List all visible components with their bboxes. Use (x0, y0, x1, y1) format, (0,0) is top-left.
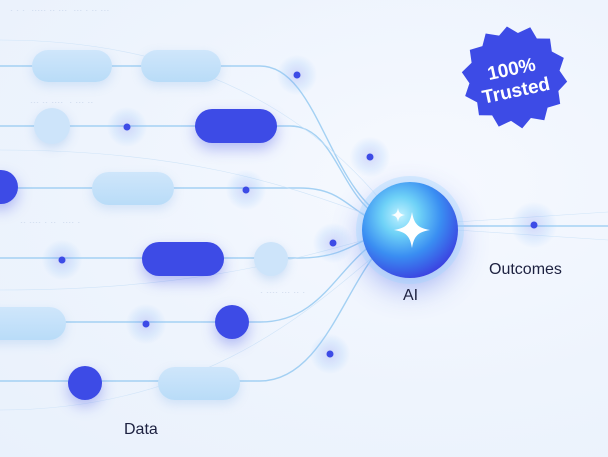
data-chip (141, 50, 221, 82)
ai-orb (362, 182, 458, 278)
flow-node (350, 137, 390, 177)
outcome-node (511, 202, 557, 248)
flow-node (310, 334, 350, 374)
background-code-pattern: - ---- --- -- - (260, 290, 306, 296)
data-chip (0, 307, 66, 340)
data-chip (142, 242, 224, 276)
flow-node (313, 223, 353, 263)
flow-node (226, 170, 266, 210)
data-dot (34, 108, 70, 144)
data-dot (215, 305, 249, 339)
flow-node (107, 107, 147, 147)
data-dot (0, 170, 18, 204)
flow-node (42, 240, 82, 280)
ai-label: AI (403, 287, 419, 304)
outcomes-label: Outcomes (489, 261, 562, 278)
data-chip (92, 172, 174, 205)
background-code-pattern: -- ---- - -- ---- - (20, 220, 81, 226)
background-code-pattern: --- -- ---- - --- -- (30, 100, 94, 106)
background-code-pattern: - - - ----- -- --- --- - -- --- (10, 8, 110, 14)
data-dot (254, 242, 288, 276)
data-label: Data (124, 421, 158, 438)
trusted-badge-text: 100% Trusted (441, 10, 587, 151)
flow-node (126, 304, 166, 344)
sparkle-icon (391, 208, 430, 248)
data-chip (32, 50, 112, 82)
data-chip (195, 109, 277, 143)
data-chip (158, 367, 240, 400)
trusted-badge (461, 26, 568, 129)
flow-node (277, 55, 317, 95)
data-dot (68, 366, 102, 400)
